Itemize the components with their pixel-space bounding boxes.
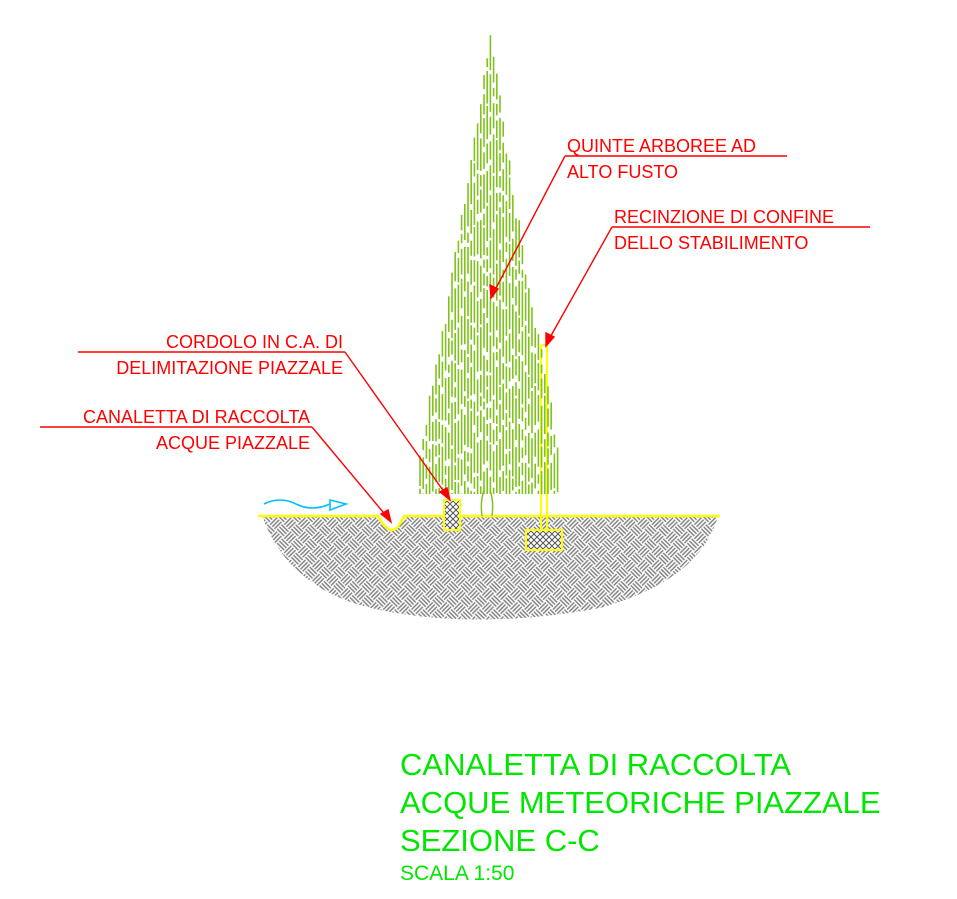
ground-line: [258, 514, 720, 532]
label-curb-line2: DELIMITAZIONE PIAZZALE: [116, 358, 343, 378]
title-line1: CANALETTA DI RACCOLTA: [400, 747, 791, 782]
label-curb-line1: CORDOLO IN C.A. DI: [166, 332, 343, 352]
title-scale: SCALA 1:50: [400, 862, 514, 885]
curb: [443, 499, 461, 531]
leader-lines: [40, 155, 870, 524]
water-flow-arrow-icon: [263, 498, 349, 512]
ground-soil: [262, 516, 718, 620]
label-trees-line1: QUINTE ARBOREE AD: [567, 136, 756, 156]
label-fence-line2: DELLO STABILIMENTO: [614, 233, 808, 253]
label-fence-line1: RECINZIONE DI CONFINE: [614, 207, 834, 227]
tree-canopy: [419, 35, 559, 494]
title-line2: ACQUE METEORICHE PIAZZALE: [400, 785, 881, 820]
label-channel-line1: CANALETTA DI RACCOLTA: [83, 407, 310, 427]
fence-foundation: [525, 529, 563, 551]
title-line3: SEZIONE C-C: [400, 823, 600, 858]
label-trees-line2: ALTO FUSTO: [567, 162, 678, 182]
label-channel-line2: ACQUE PIAZZALE: [156, 433, 310, 453]
